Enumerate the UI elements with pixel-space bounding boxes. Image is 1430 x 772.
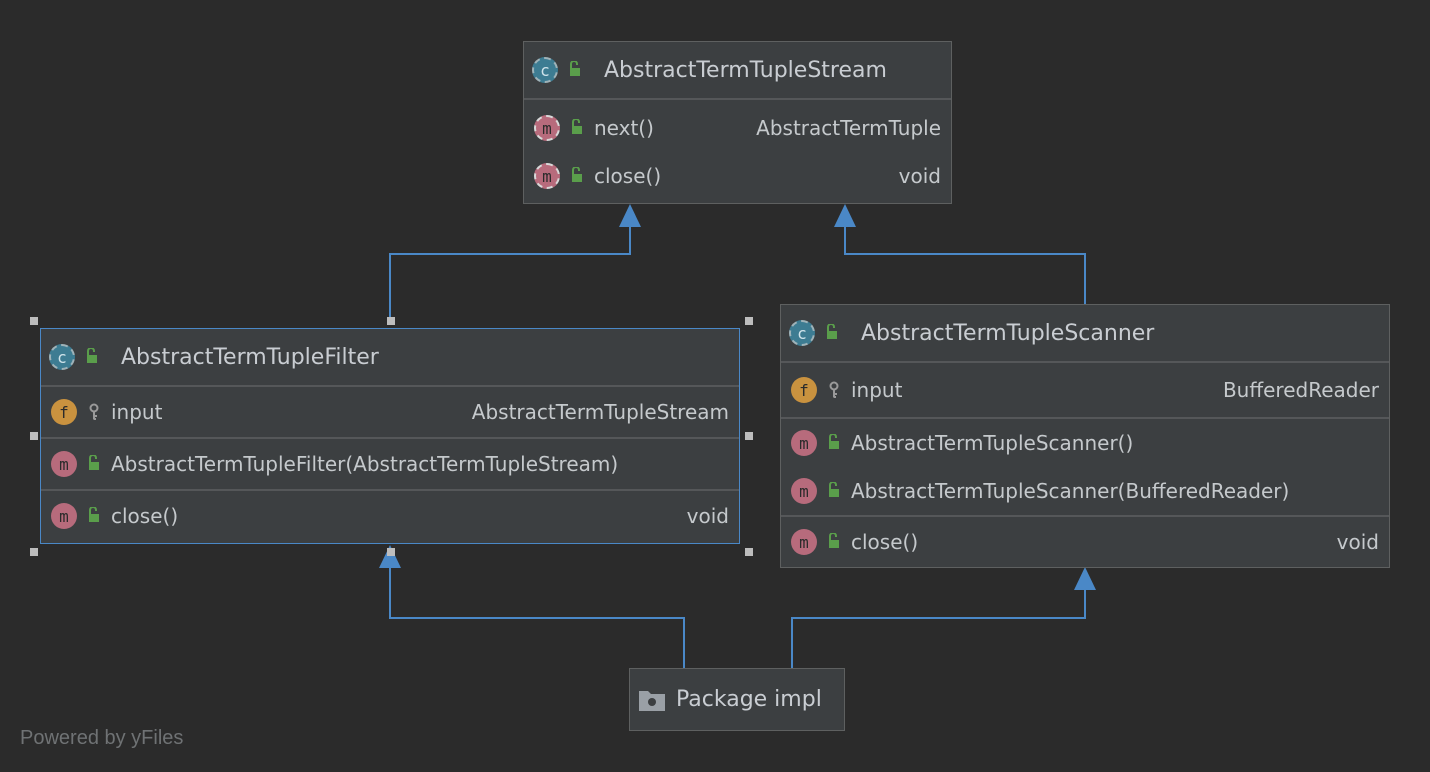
abstract-method-icon: m bbox=[534, 115, 560, 141]
edge-impl-to-scanner bbox=[791, 590, 1086, 668]
method-icon: m bbox=[791, 529, 817, 555]
public-lock-icon bbox=[572, 119, 582, 134]
abstract-class-icon: c bbox=[532, 57, 558, 83]
arrowhead-stream-left bbox=[619, 204, 641, 227]
field-type: AbstractTermTupleStream bbox=[471, 400, 729, 424]
class-name: AbstractTermTupleStream bbox=[604, 57, 887, 83]
public-lock-icon bbox=[89, 455, 99, 470]
resize-handle-middle-left[interactable] bbox=[30, 432, 38, 440]
package-impl-node[interactable]: Package impl bbox=[629, 668, 845, 731]
field-icon: f bbox=[791, 377, 817, 403]
resize-handle-top-left[interactable] bbox=[30, 317, 38, 325]
methods-section: m close() void bbox=[781, 517, 1389, 567]
method-icon: m bbox=[791, 430, 817, 456]
public-lock-icon bbox=[829, 482, 839, 497]
field-name: input bbox=[111, 400, 163, 424]
method-name: next() bbox=[594, 116, 654, 140]
constructor-name: AbstractTermTupleScanner(BufferedReader) bbox=[851, 479, 1290, 503]
public-lock-icon bbox=[87, 348, 97, 363]
method-row[interactable]: m close() void bbox=[41, 491, 739, 541]
method-row[interactable]: m next() AbstractTermTuple bbox=[524, 104, 951, 152]
class-abstract-term-tuple-filter[interactable]: c AbstractTermTupleFilter f input Abstra… bbox=[40, 328, 740, 544]
abstract-method-icon: m bbox=[534, 163, 560, 189]
constructors-section: m AbstractTermTupleScanner() m AbstractT… bbox=[781, 419, 1389, 517]
resize-handle-bottom-middle[interactable] bbox=[387, 548, 395, 556]
class-abstract-term-tuple-stream[interactable]: c AbstractTermTupleStream m next() Abstr… bbox=[523, 41, 952, 204]
method-row[interactable]: m close() void bbox=[524, 152, 951, 200]
edge-scanner-to-stream bbox=[844, 226, 1086, 304]
field-name: input bbox=[851, 378, 903, 402]
method-icon: m bbox=[51, 503, 77, 529]
public-lock-icon bbox=[827, 324, 837, 339]
constructors-section: m AbstractTermTupleFilter(AbstractTermTu… bbox=[41, 439, 739, 491]
method-icon: m bbox=[51, 451, 77, 477]
method-name: close() bbox=[851, 530, 919, 554]
resize-handle-top-right[interactable] bbox=[745, 317, 753, 325]
method-return-type: AbstractTermTuple bbox=[756, 116, 941, 140]
class-name: AbstractTermTupleFilter bbox=[121, 344, 379, 370]
method-name: close() bbox=[594, 164, 662, 188]
public-lock-icon bbox=[829, 434, 839, 449]
resize-handle-bottom-right[interactable] bbox=[745, 548, 753, 556]
field-row[interactable]: f input BufferedReader bbox=[781, 363, 1389, 417]
public-lock-icon bbox=[570, 61, 580, 76]
abstract-class-icon: c bbox=[789, 320, 815, 346]
arrowhead-stream-right bbox=[834, 204, 856, 227]
constructor-row[interactable]: m AbstractTermTupleFilter(AbstractTermTu… bbox=[41, 439, 739, 489]
resize-handle-bottom-left[interactable] bbox=[30, 548, 38, 556]
fields-section: f input BufferedReader bbox=[781, 363, 1389, 419]
powered-by-footer: Powered by yFiles bbox=[20, 727, 184, 749]
edge-filter-to-stream bbox=[389, 226, 631, 320]
methods-section: m next() AbstractTermTuple m close() voi… bbox=[524, 100, 951, 200]
method-return-type: void bbox=[898, 164, 941, 188]
abstract-class-icon: c bbox=[49, 344, 75, 370]
method-name: close() bbox=[111, 504, 179, 528]
method-return-type: void bbox=[686, 504, 729, 528]
package-label: Package impl bbox=[676, 687, 822, 712]
class-name: AbstractTermTupleScanner bbox=[861, 320, 1155, 346]
class-header: c AbstractTermTupleStream bbox=[524, 42, 951, 100]
field-row[interactable]: f input AbstractTermTupleStream bbox=[41, 387, 739, 437]
edge-impl-to-filter bbox=[389, 568, 685, 668]
fields-section: f input AbstractTermTupleStream bbox=[41, 387, 739, 439]
constructor-name: AbstractTermTupleScanner() bbox=[851, 431, 1134, 455]
public-lock-icon bbox=[572, 167, 582, 182]
method-icon: m bbox=[791, 478, 817, 504]
resize-handle-middle-right[interactable] bbox=[745, 432, 753, 440]
class-header: c AbstractTermTupleFilter bbox=[41, 329, 739, 387]
method-row[interactable]: m close() void bbox=[781, 517, 1389, 567]
arrowhead-filter bbox=[379, 545, 401, 568]
field-icon: f bbox=[51, 399, 77, 425]
key-icon bbox=[829, 381, 839, 398]
methods-section: m close() void bbox=[41, 491, 739, 541]
constructor-row[interactable]: m AbstractTermTupleScanner() bbox=[781, 419, 1389, 467]
folder-icon bbox=[639, 690, 665, 711]
arrowhead-scanner bbox=[1074, 567, 1096, 590]
public-lock-icon bbox=[829, 533, 839, 548]
key-icon bbox=[89, 403, 99, 420]
field-type: BufferedReader bbox=[1222, 378, 1379, 402]
resize-handle-top-middle[interactable] bbox=[387, 317, 395, 325]
method-return-type: void bbox=[1336, 530, 1379, 554]
class-header: c AbstractTermTupleScanner bbox=[781, 305, 1389, 363]
public-lock-icon bbox=[89, 507, 99, 522]
class-abstract-term-tuple-scanner[interactable]: c AbstractTermTupleScanner f input Buffe… bbox=[780, 304, 1390, 568]
constructor-row[interactable]: m AbstractTermTupleScanner(BufferedReade… bbox=[781, 467, 1389, 515]
constructor-name: AbstractTermTupleFilter(AbstractTermTupl… bbox=[111, 452, 619, 476]
